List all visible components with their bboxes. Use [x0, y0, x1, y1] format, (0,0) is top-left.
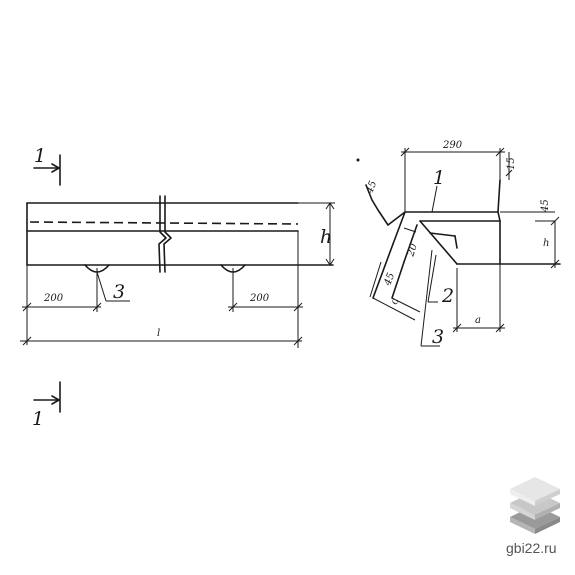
section-callout-1: 1: [433, 167, 445, 189]
section-small-dim-label: 45: [364, 179, 379, 196]
section-wall-label: 20: [405, 242, 420, 259]
front-callout-3: 3: [96, 271, 130, 303]
section-small-dim-label: 45: [382, 271, 397, 288]
section-marker-label: 1: [34, 145, 46, 167]
section-callout-3: 3: [432, 326, 444, 348]
site-watermark: gbi22.ru: [506, 540, 557, 556]
section-dim-small-left: 45 45: [364, 179, 397, 288]
beam-cross-section: [365, 179, 561, 299]
section-callout-2: 2: [441, 285, 454, 307]
front-dim-length: l: [20, 328, 303, 346]
front-height-dimension: h: [298, 202, 335, 266]
section-dim-leg: c: [369, 261, 421, 321]
site-logo-icon: [510, 477, 560, 534]
section-marker-top: 1: [33, 145, 61, 186]
front-callout-label: 3: [113, 281, 125, 303]
section-marker-bottom: 1: [32, 381, 61, 430]
section-dim-base: a: [452, 264, 505, 333]
front-dim-right: 200: [228, 231, 303, 348]
section-dim-small-right: 45: [500, 199, 555, 222]
section-small-dim-label: 45: [540, 199, 551, 213]
front-height-label: h: [320, 226, 332, 248]
section-callouts: 1 2 3: [420, 167, 454, 348]
section-marker-label: 1: [32, 408, 44, 430]
front-dim-left-label: 200: [43, 293, 64, 304]
section-dim-top-thickness: 15: [505, 152, 517, 180]
section-dim-height: h: [543, 216, 560, 269]
front-dim-length-label: l: [157, 328, 160, 339]
section-height-label: h: [543, 238, 549, 249]
section-dim-wall: 20: [403, 227, 420, 259]
section-top-thickness-label: 15: [506, 157, 517, 170]
section-top-width-label: 290: [442, 140, 463, 151]
beam-front-view: [26, 195, 334, 273]
section-leg-label: c: [389, 297, 401, 306]
section-base-label: a: [475, 315, 481, 326]
front-dim-left: 200: [22, 265, 102, 345]
section-dim-top-width: 290: [400, 140, 505, 212]
front-dim-right-label: 200: [249, 293, 270, 304]
